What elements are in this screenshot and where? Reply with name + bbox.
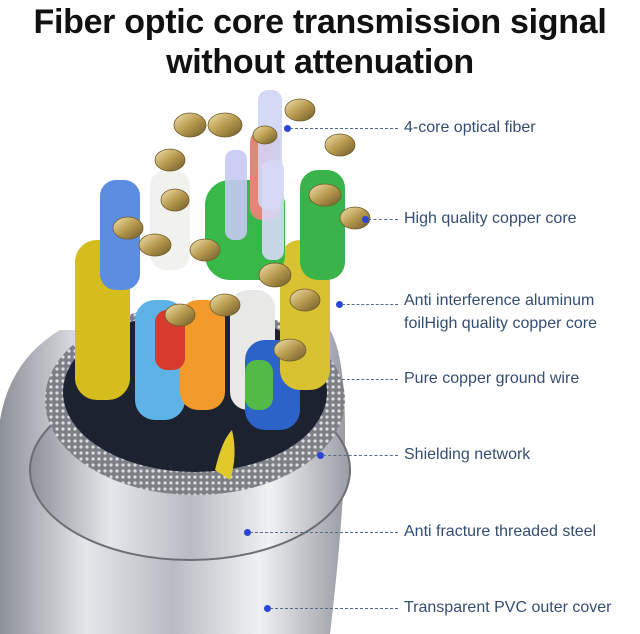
marker-dot-icon	[317, 452, 324, 459]
leader-line	[250, 532, 398, 533]
title-line-2: without attenuation	[166, 43, 474, 81]
marker-dot-icon	[284, 125, 291, 132]
marker-dot-icon	[264, 605, 271, 612]
leader-line	[342, 304, 398, 305]
ground-wire	[215, 430, 235, 480]
leader-line	[270, 608, 398, 609]
marker-dot-icon	[362, 216, 369, 223]
title-line-1: Fiber optic core transmission signal	[33, 3, 607, 41]
page-title: Fiber optic core transmission signal wit…	[0, 2, 640, 82]
label-aluminum-foil-line-2: foilHigh quality copper core	[404, 315, 597, 332]
marker-dot-icon	[244, 529, 251, 536]
marker-dot-icon	[336, 301, 343, 308]
label-aluminum-foil-line-1: Anti interference aluminum	[404, 292, 595, 309]
copper-strands	[112, 98, 371, 362]
label-optical-fiber: 4-core optical fiber	[404, 119, 536, 136]
label-copper-core: High quality copper core	[404, 210, 577, 227]
leader-line	[342, 379, 398, 380]
label-threaded-steel: Anti fracture threaded steel	[404, 523, 597, 540]
leader-line	[323, 455, 398, 456]
label-ground-wire: Pure copper ground wire	[404, 370, 580, 387]
label-shielding: Shielding network	[404, 446, 531, 463]
cable-cross-section-illustration	[0, 90, 371, 634]
leader-line	[368, 219, 398, 220]
label-pvc-cover: Transparent PVC outer cover	[404, 599, 612, 616]
leader-line	[290, 128, 398, 129]
